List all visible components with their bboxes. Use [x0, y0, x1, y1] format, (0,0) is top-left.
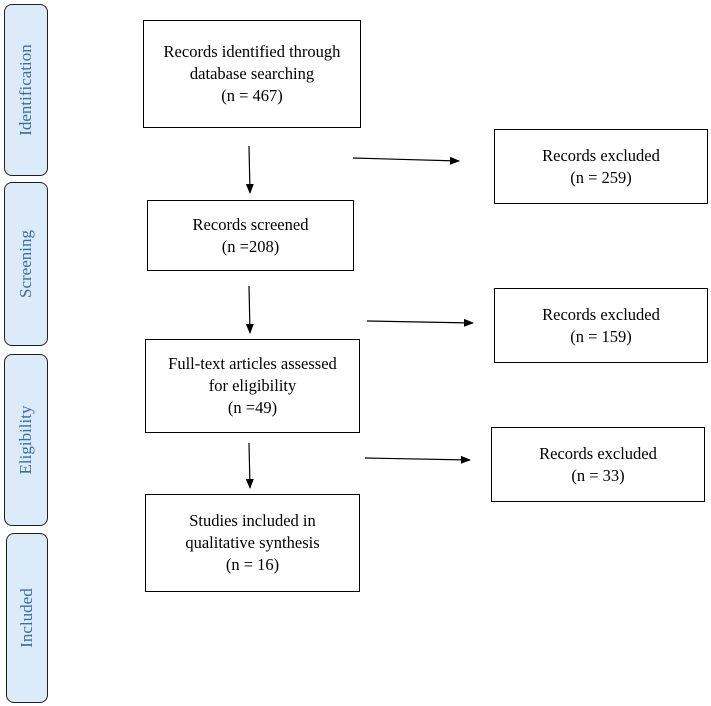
arrow-identified-to-screened [245, 145, 254, 194]
studies-included-count: (n = 16) [225, 555, 280, 574]
studies-included-box: Studies included in qualitative synthesi… [145, 494, 360, 592]
studies-included-line2: qualitative synthesis [185, 533, 320, 552]
records-screened-box: Records screened (n =208) [147, 200, 354, 271]
fulltext-assessed-count: (n =49) [227, 398, 278, 417]
phase-tab-identification: Identification [4, 4, 48, 176]
records-excluded-1-count: (n = 259) [570, 167, 632, 187]
fulltext-assessed-line2: for eligibility [208, 376, 297, 395]
records-excluded-box-1: Records excluded (n = 259) [494, 129, 708, 204]
phase-tab-screening: Screening [4, 182, 48, 346]
records-identified-line2: database searching [189, 64, 315, 83]
fulltext-assessed-box: Full-text articles assessed for eligibil… [145, 339, 360, 433]
arrow-fulltext-to-included [245, 442, 254, 489]
phase-tab-included: Included [6, 533, 48, 703]
arrow-to-excluded-1 [352, 156, 460, 165]
arrow-to-excluded-3 [364, 455, 471, 464]
records-excluded-2-line1: Records excluded [542, 304, 660, 324]
records-screened-count: (n =208) [221, 236, 280, 256]
records-excluded-2-count: (n = 159) [570, 326, 632, 346]
arrow-screened-to-fulltext [245, 285, 254, 334]
records-screened-line1: Records screened [192, 214, 309, 234]
records-excluded-3-count: (n = 33) [571, 465, 625, 485]
records-excluded-box-2: Records excluded (n = 159) [494, 288, 708, 363]
records-identified-line1: Records identified through [163, 42, 341, 61]
records-identified-box: Records identified through database sear… [143, 20, 361, 128]
arrow-to-excluded-2 [366, 318, 474, 327]
records-identified-count: (n = 467) [221, 86, 283, 105]
fulltext-assessed-line1: Full-text articles assessed [168, 354, 337, 373]
records-excluded-3-line1: Records excluded [539, 443, 657, 463]
records-excluded-1-line1: Records excluded [542, 145, 660, 165]
records-excluded-box-3: Records excluded (n = 33) [491, 427, 705, 502]
studies-included-line1: Studies included in [189, 511, 316, 530]
phase-tab-eligibility: Eligibility [4, 354, 48, 526]
